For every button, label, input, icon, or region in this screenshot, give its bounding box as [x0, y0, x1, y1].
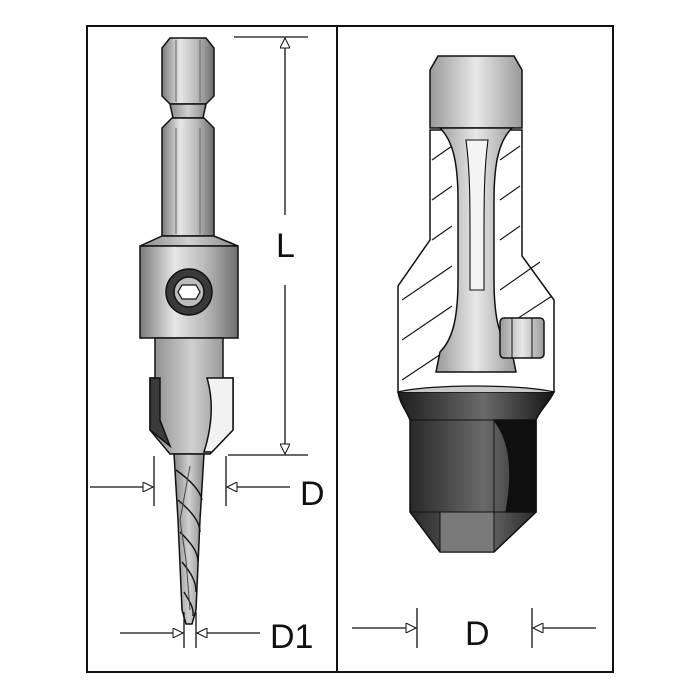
diameter-right-label: D: [465, 615, 490, 653]
countersink-flute: [202, 377, 234, 453]
pilot-diameter-label: D1: [270, 618, 313, 656]
hex-shank-top: [161, 37, 215, 105]
length-label: L: [276, 227, 295, 265]
set-screw-section: [499, 317, 545, 359]
shaft-top: [429, 55, 523, 129]
hex-shank-lower: [161, 117, 215, 237]
dimension-pilot-diameter: [120, 612, 260, 648]
drill-flutes: [175, 465, 203, 617]
shank-neck: [169, 103, 207, 119]
right-panel-frame: [336, 25, 614, 673]
collar-bevel: [139, 235, 239, 247]
frames: [86, 25, 614, 673]
countersink-section: [397, 55, 556, 553]
drill-bit: [139, 37, 239, 625]
dimension-diameter-left: [90, 456, 290, 506]
dimension-diameter-right: [352, 608, 596, 648]
pilot-drill: [173, 453, 205, 625]
diameter-left-label: D: [300, 475, 325, 513]
cutter-flute: [492, 419, 537, 513]
dimension-length: [228, 36, 308, 456]
section-hatching: [401, 145, 553, 381]
